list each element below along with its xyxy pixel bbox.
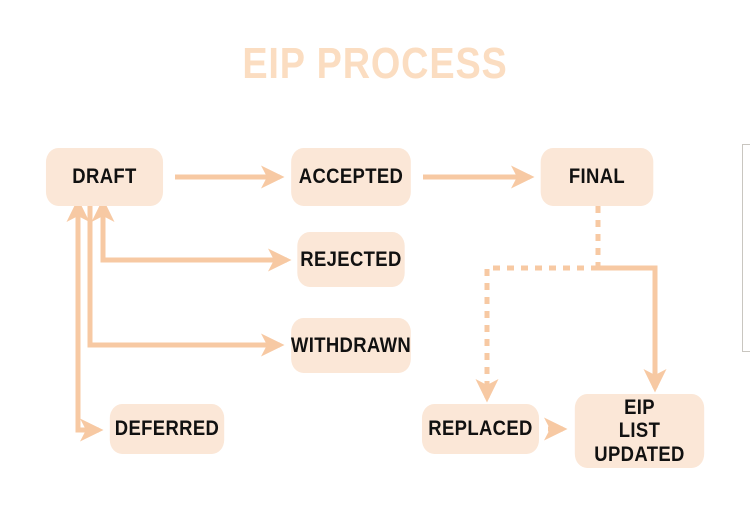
node-withdrawn-label: WITHDRAWN (290, 333, 412, 357)
edge-final-list-updated (598, 265, 667, 393)
right-side-panel-edge (742, 144, 750, 352)
node-deferred[interactable]: DEFERRED (109, 404, 225, 454)
node-final[interactable]: FINAL (540, 148, 654, 206)
node-eip-list-updated[interactable]: EIP LIST UPDATED (574, 394, 705, 468)
node-withdrawn[interactable]: WITHDRAWN (291, 318, 411, 373)
node-replaced[interactable]: REPLACED (421, 404, 540, 454)
node-final-label: FINAL (568, 165, 626, 189)
edge-draft-withdrawn (87, 206, 285, 357)
page-title: EIP PROCESS (242, 39, 508, 88)
edge-final-replaced (475, 265, 598, 403)
node-accepted-label: ACCEPTED (298, 165, 404, 189)
node-rejected-label: REJECTED (300, 247, 402, 271)
edge-draft-rejected (100, 206, 292, 272)
node-draft-label: DRAFT (72, 165, 137, 189)
node-accepted[interactable]: ACCEPTED (291, 148, 411, 206)
node-eip-list-updated-label: EIP LIST UPDATED (594, 395, 685, 466)
node-rejected[interactable]: REJECTED (297, 232, 405, 287)
node-deferred-label: DEFERRED (114, 417, 220, 441)
edge-draft-deferred (75, 206, 104, 442)
node-replaced-label: REPLACED (428, 417, 533, 441)
node-draft[interactable]: DRAFT (45, 148, 164, 206)
